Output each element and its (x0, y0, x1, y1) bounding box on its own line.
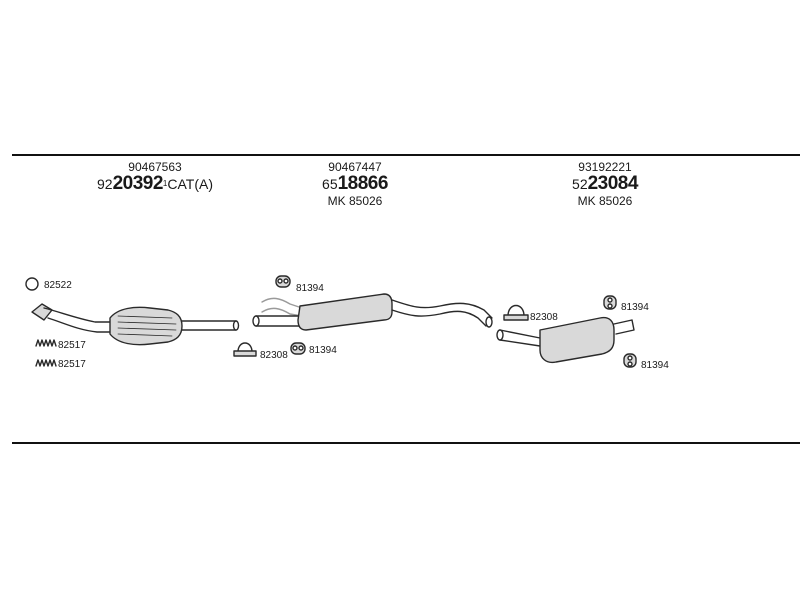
top-divider (12, 154, 800, 156)
bottom-divider (12, 442, 800, 444)
rubber-hanger-icon (290, 342, 306, 355)
label-spring: 82517 (58, 340, 86, 351)
middle-pipe-with-silencer (252, 293, 493, 331)
section-part-code: 5223084 (535, 174, 675, 194)
section-part-code: 92203921CAT(A) (75, 174, 235, 194)
section-ref-number: 90467563 (128, 160, 182, 174)
code-sup: 1 (162, 179, 168, 188)
section-ref-number: 90467447 (328, 160, 382, 174)
label-hanger: 81394 (641, 360, 669, 371)
rubber-hanger-icon (275, 275, 291, 288)
exhaust-clamp-icon (233, 342, 257, 357)
label-clamp: 82308 (260, 350, 288, 361)
gasket-ring-icon (25, 277, 39, 291)
spring-icon (35, 359, 57, 367)
code-prefix: 92 (97, 176, 113, 192)
section-mk: MK 85026 (327, 194, 383, 208)
section-rear-silencer: 93192221 5223084 MK 85026 (535, 160, 675, 209)
label-clamp: 82308 (530, 312, 558, 323)
rubber-hanger-icon (623, 353, 637, 368)
code-bold: 20392 (112, 173, 164, 194)
code-bold: 23084 (587, 173, 639, 194)
code-prefix: 52 (572, 176, 588, 192)
section-mk: MK 85026 (577, 194, 633, 208)
front-pipe-with-catalyst (31, 303, 240, 346)
label-hanger: 81394 (309, 345, 337, 356)
spring-icon (35, 339, 57, 347)
label-hanger: 81394 (296, 283, 324, 294)
section-middle-silencer: 90467447 6518866 MK 85026 (285, 160, 425, 209)
label-spring: 82517 (58, 359, 86, 370)
section-ref-number: 93192221 (578, 160, 632, 174)
label-gasket-ring: 82522 (44, 280, 72, 291)
code-prefix: 65 (322, 176, 338, 192)
label-hanger: 81394 (621, 302, 649, 313)
code-suffix: CAT(A) (167, 176, 213, 192)
code-bold: 18866 (337, 173, 389, 194)
exhaust-clamp-icon (503, 304, 529, 321)
rubber-hanger-icon (603, 295, 617, 310)
section-part-code: 6518866 (285, 174, 425, 194)
section-front-pipe: 90467563 92203921CAT(A) (75, 160, 235, 194)
rear-silencer (496, 316, 635, 364)
